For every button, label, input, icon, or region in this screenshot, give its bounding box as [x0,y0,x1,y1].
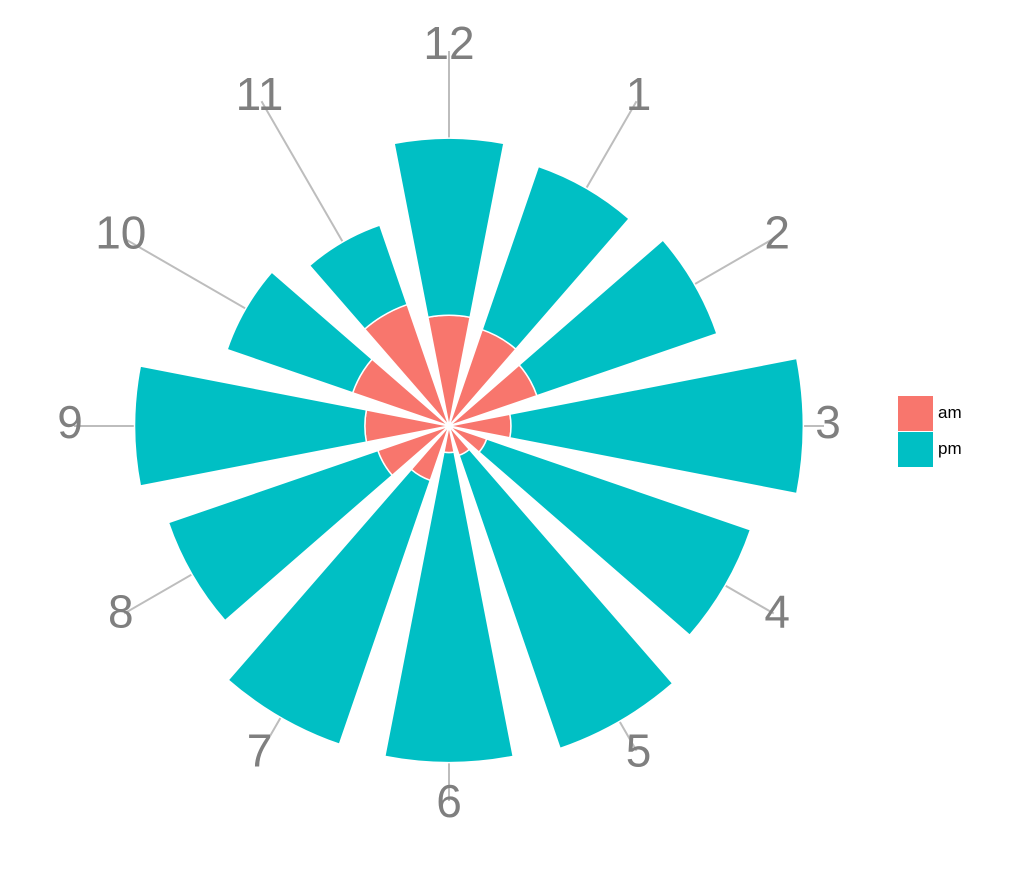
legend-swatch-pm [898,431,933,467]
hour-label-12: 12 [423,17,474,69]
bar-pm-6 [383,451,515,764]
hour-label-6: 6 [436,775,462,827]
bar-pm-10 [226,270,374,394]
hour-label-7: 7 [247,724,273,776]
hour-label-10: 10 [95,207,146,259]
bar-pm-1 [481,165,631,351]
bar-pm-2 [518,238,718,397]
bar-pm-5 [458,448,674,750]
bar-pm-4 [478,438,752,637]
hour-label-5: 5 [626,724,652,776]
hour-label-1: 1 [626,68,652,120]
bar-pm-3 [508,357,804,495]
legend-label-am: am [938,403,962,422]
legend-item-pm: pm [898,431,962,467]
hour-label-8: 8 [108,586,134,638]
bar-pm-12 [393,137,505,319]
bar-pm-7 [227,468,432,746]
bar-pm-11 [308,224,409,331]
bars [133,137,804,764]
legend-swatch-am [898,395,933,431]
legend-item-am: am [898,395,962,431]
legend-label-pm: pm [938,439,962,458]
hour-label-3: 3 [815,396,841,448]
hour-label-4: 4 [764,586,790,638]
bar-pm-8 [167,449,394,622]
hour-label-2: 2 [764,207,790,259]
hour-label-11: 11 [236,68,284,120]
legend: am pm [898,395,962,467]
hour-label-9: 9 [57,396,83,448]
bar-pm-9 [133,365,368,487]
